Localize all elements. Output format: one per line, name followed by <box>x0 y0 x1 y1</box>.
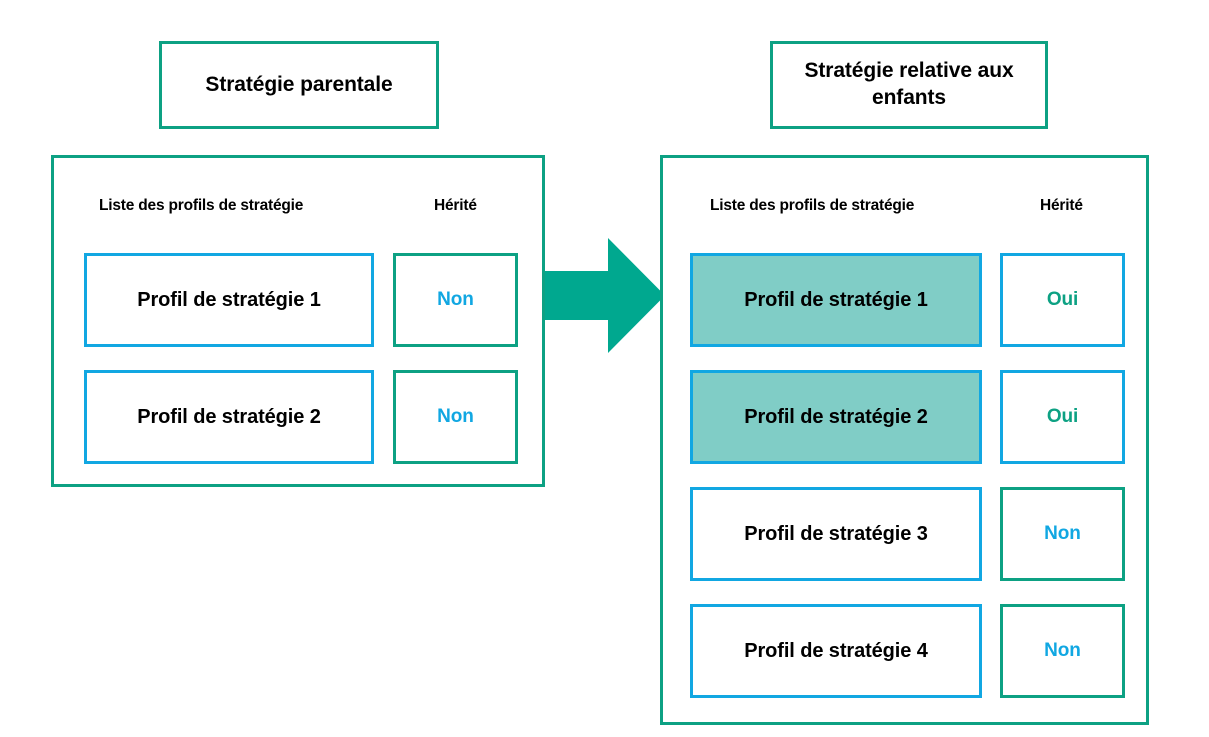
policy-profile-label: Profil de stratégie 1 <box>744 288 928 311</box>
column-header-profiles: Liste des profils de stratégie <box>710 197 915 214</box>
inherited-status-label: Non <box>437 289 474 310</box>
table-row: Profil de stratégie 4 Non <box>663 604 1146 698</box>
inherited-status-label: Non <box>1044 523 1081 544</box>
table-row: Profil de stratégie 2 Non <box>54 370 542 464</box>
policy-profile-label: Profil de stratégie 1 <box>137 288 321 311</box>
table-row: Profil de stratégie 2 Oui <box>663 370 1146 464</box>
policy-profile-label: Profil de stratégie 2 <box>744 405 928 428</box>
child-policy-title: Stratégie relative aux enfants <box>770 41 1048 129</box>
inherited-status-label: Non <box>437 406 474 427</box>
parent-policy-title: Stratégie parentale <box>159 41 439 129</box>
child-policy-panel: Liste des profils de stratégie Hérité Pr… <box>660 155 1149 725</box>
inherited-status-badge[interactable]: Non <box>1000 604 1125 698</box>
policy-profile-box[interactable]: Profil de stratégie 1 <box>690 253 982 347</box>
policy-profile-label: Profil de stratégie 2 <box>137 405 321 428</box>
child-policy-title-text: Stratégie relative aux enfants <box>804 59 1014 109</box>
parent-policy-panel: Liste des profils de stratégie Hérité Pr… <box>51 155 545 487</box>
inherited-status-badge[interactable]: Oui <box>1000 370 1125 464</box>
arrow-right-icon <box>545 238 665 353</box>
inherited-status-label: Oui <box>1046 289 1079 310</box>
column-header-profiles: Liste des profils de stratégie <box>99 197 304 214</box>
inherited-status-badge[interactable]: Non <box>393 370 518 464</box>
policy-profile-box[interactable]: Profil de stratégie 4 <box>690 604 982 698</box>
policy-profile-box[interactable]: Profil de stratégie 2 <box>690 370 982 464</box>
table-row: Profil de stratégie 1 Non <box>54 253 542 347</box>
parent-column-headers: Liste des profils de stratégie Hérité <box>54 197 542 219</box>
policy-profile-box[interactable]: Profil de stratégie 3 <box>690 487 982 581</box>
table-row: Profil de stratégie 1 Oui <box>663 253 1146 347</box>
policy-profile-box[interactable]: Profil de stratégie 2 <box>84 370 374 464</box>
column-header-inherited: Hérité <box>434 197 477 214</box>
table-row: Profil de stratégie 3 Non <box>663 487 1146 581</box>
parent-policy-title-text: Stratégie parentale <box>205 72 393 96</box>
child-column-headers: Liste des profils de stratégie Hérité <box>663 197 1146 219</box>
column-header-inherited: Hérité <box>1040 197 1083 214</box>
policy-profile-label: Profil de stratégie 4 <box>744 639 928 662</box>
inherited-status-badge[interactable]: Oui <box>1000 253 1125 347</box>
inherited-status-badge[interactable]: Non <box>1000 487 1125 581</box>
inherited-status-badge[interactable]: Non <box>393 253 518 347</box>
policy-profile-box[interactable]: Profil de stratégie 1 <box>84 253 374 347</box>
policy-profile-label: Profil de stratégie 3 <box>744 522 928 545</box>
inherited-status-label: Oui <box>1046 406 1079 427</box>
inherited-status-label: Non <box>1044 640 1081 661</box>
